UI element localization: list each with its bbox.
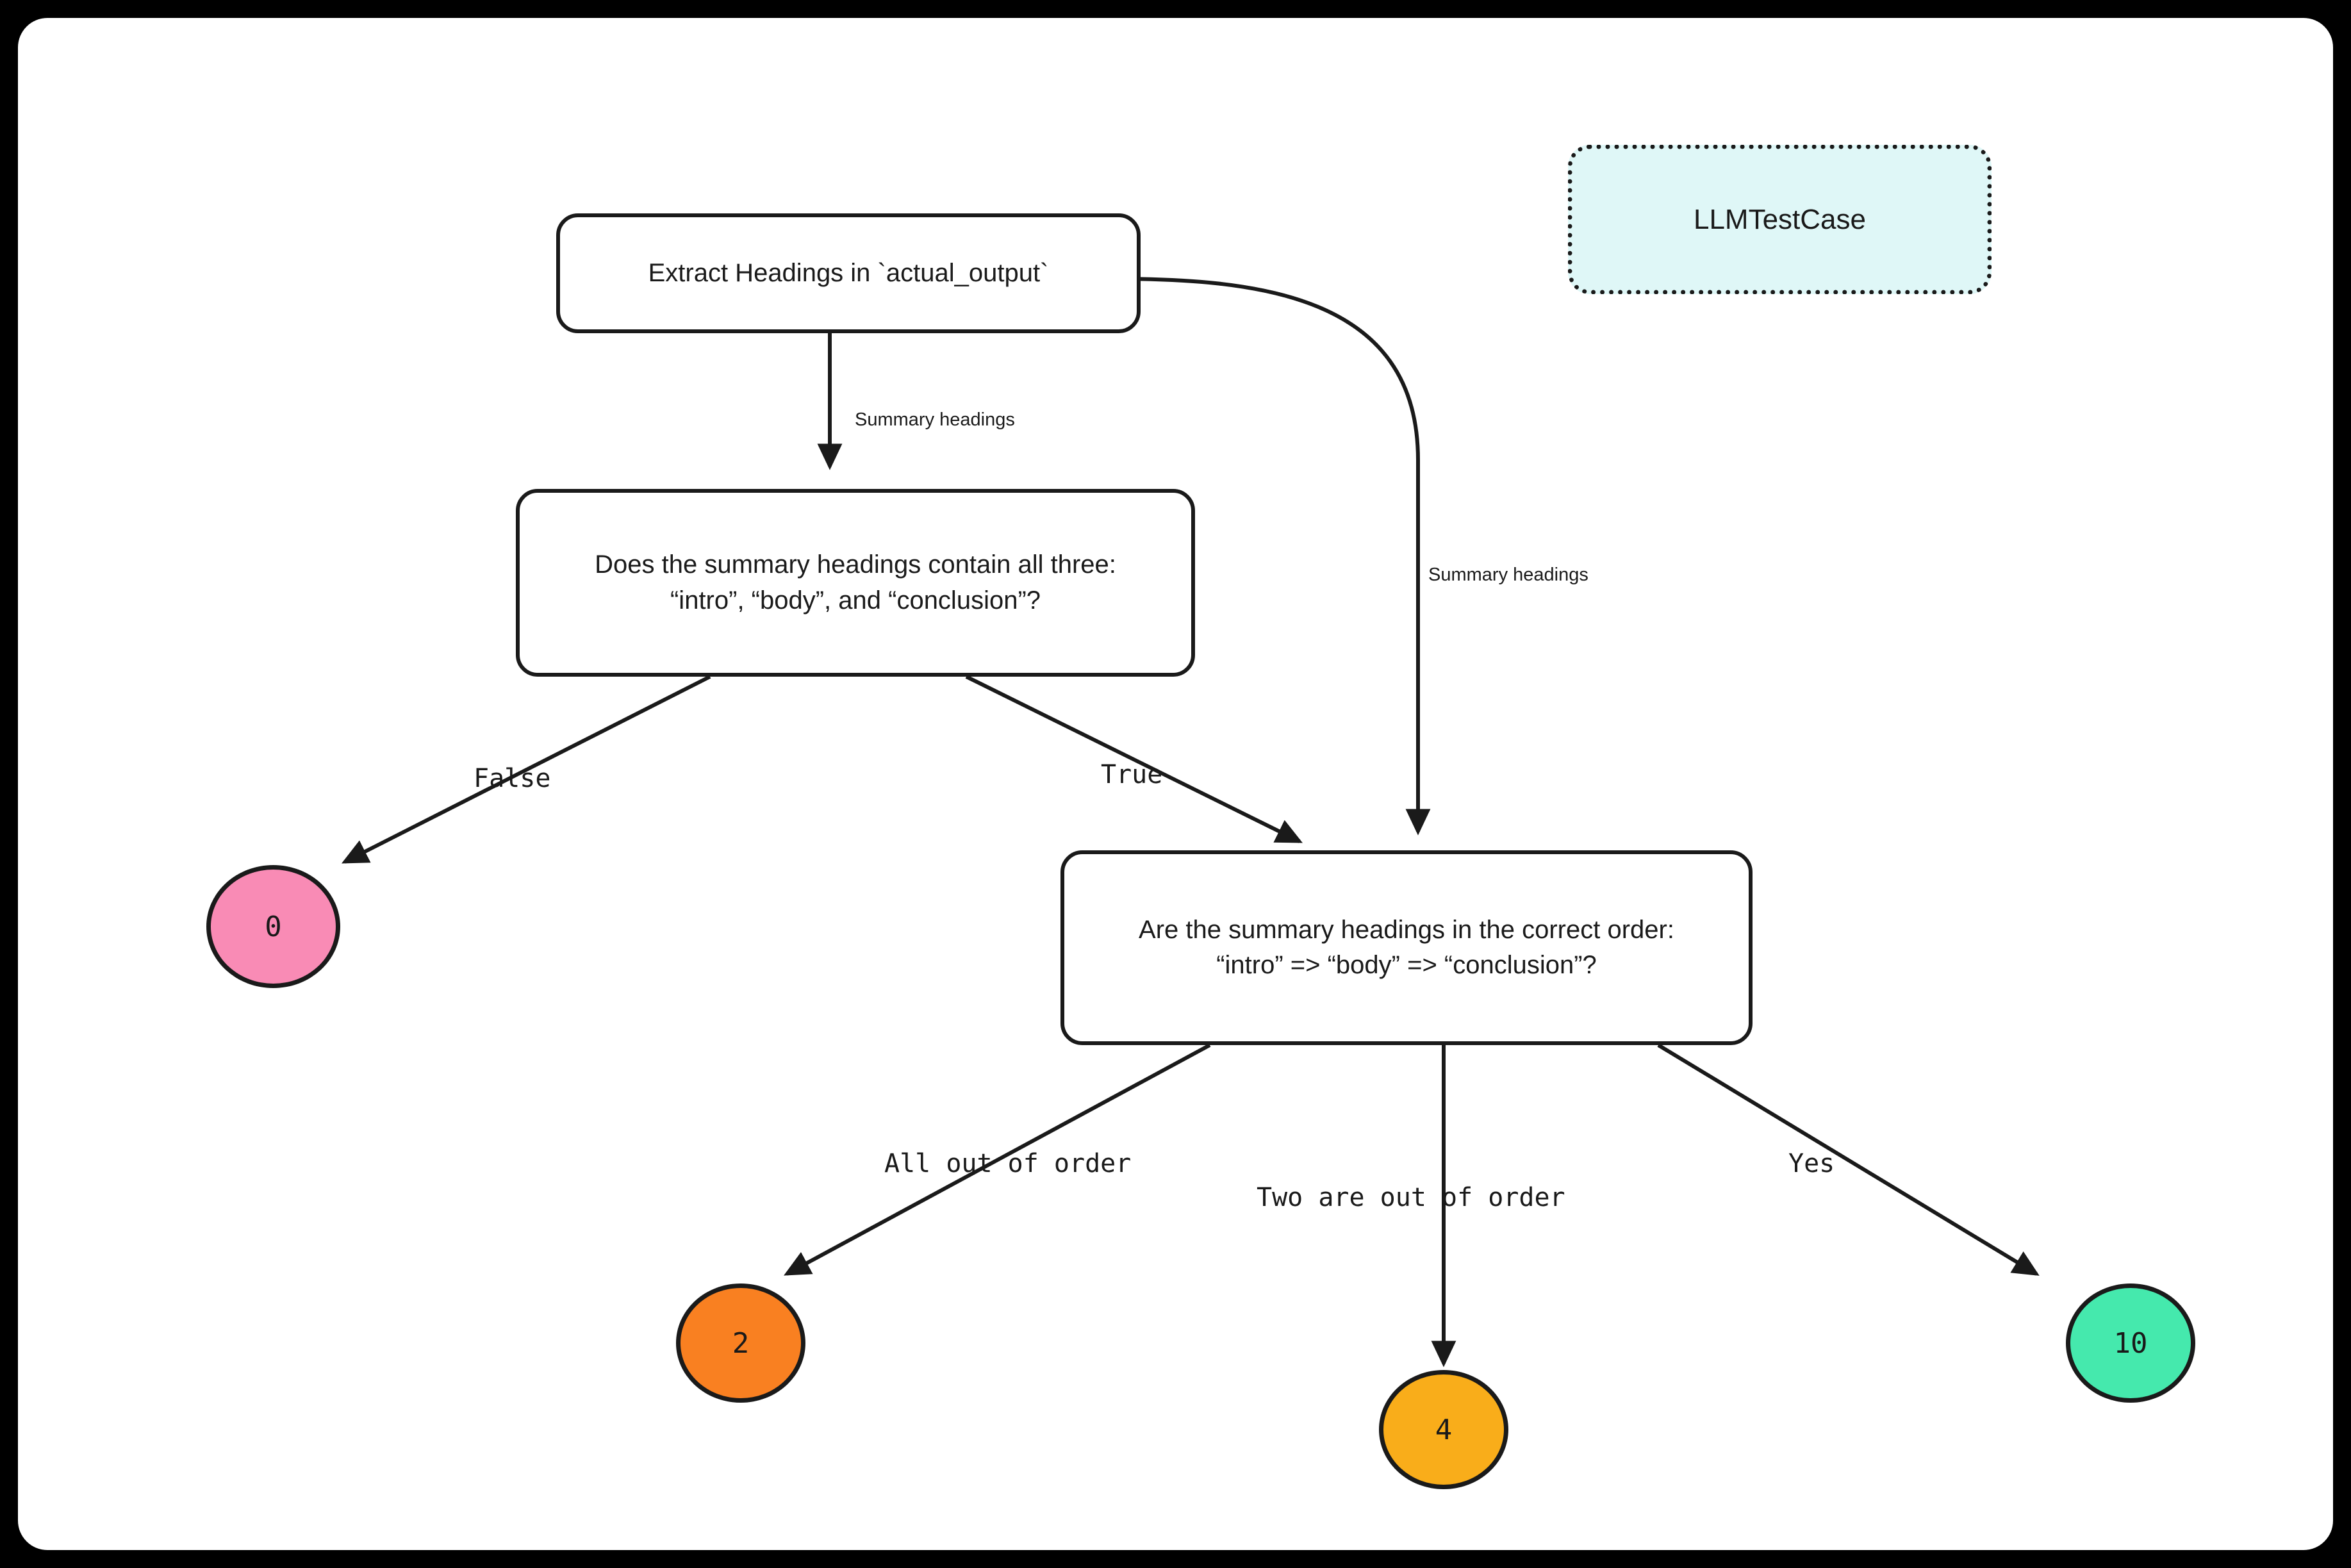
node-extract-headings[interactable]: Extract Headings in `actual_output` <box>556 213 1141 333</box>
node-score-4-label: 4 <box>1435 1413 1453 1446</box>
edge-order-to-score2 <box>784 1043 1211 1276</box>
node-contains-all-three-line1: Does the summary headings contain all th… <box>595 550 1116 579</box>
edge-label-extract-to-order: Summary headings <box>1428 565 1588 585</box>
node-score-4[interactable]: 4 <box>1379 1370 1508 1489</box>
node-llm-test-case[interactable]: LLMTestCase <box>1568 145 1992 294</box>
node-llm-test-case-label: LLMTestCase <box>1693 203 1866 235</box>
node-score-0-label: 0 <box>265 910 282 943</box>
node-correct-order[interactable]: Are the summary headings in the correct … <box>1060 850 1753 1045</box>
node-extract-headings-label: Extract Headings in `actual_output` <box>648 258 1049 287</box>
edge-label-extract-to-contains: Summary headings <box>855 409 1015 430</box>
node-score-2[interactable]: 2 <box>676 1283 805 1403</box>
node-contains-all-three-line2: “intro”, “body”, and “conclusion”? <box>670 586 1041 615</box>
node-score-10-label: 10 <box>2113 1326 2148 1360</box>
node-correct-order-line2: “intro” => “body” => “conclusion”? <box>1216 951 1597 979</box>
node-score-2-label: 2 <box>732 1326 750 1360</box>
edge-label-true: True <box>1101 760 1163 789</box>
edge-extract-to-order <box>1110 277 1431 836</box>
edge-contains-to-order <box>965 675 1303 843</box>
node-correct-order-line1: Are the summary headings in the correct … <box>1139 915 1674 944</box>
node-score-0[interactable]: 0 <box>206 865 340 988</box>
edge-layer <box>341 277 2040 1367</box>
diagram-canvas: Extract Headings in `actual_output` Does… <box>18 18 2333 1550</box>
edge-label-yes: Yes <box>1788 1149 1835 1178</box>
edge-label-two-are-out-of-order: Two are out of order <box>1257 1183 1565 1212</box>
edge-label-false: False <box>474 764 551 793</box>
node-contains-all-three[interactable]: Does the summary headings contain all th… <box>516 489 1195 677</box>
edge-label-all-out-of-order: All out of order <box>884 1149 1132 1178</box>
edge-order-to-score10 <box>1657 1043 2040 1276</box>
edge-contains-to-score0 <box>341 675 711 864</box>
node-score-10[interactable]: 10 <box>2066 1283 2195 1403</box>
